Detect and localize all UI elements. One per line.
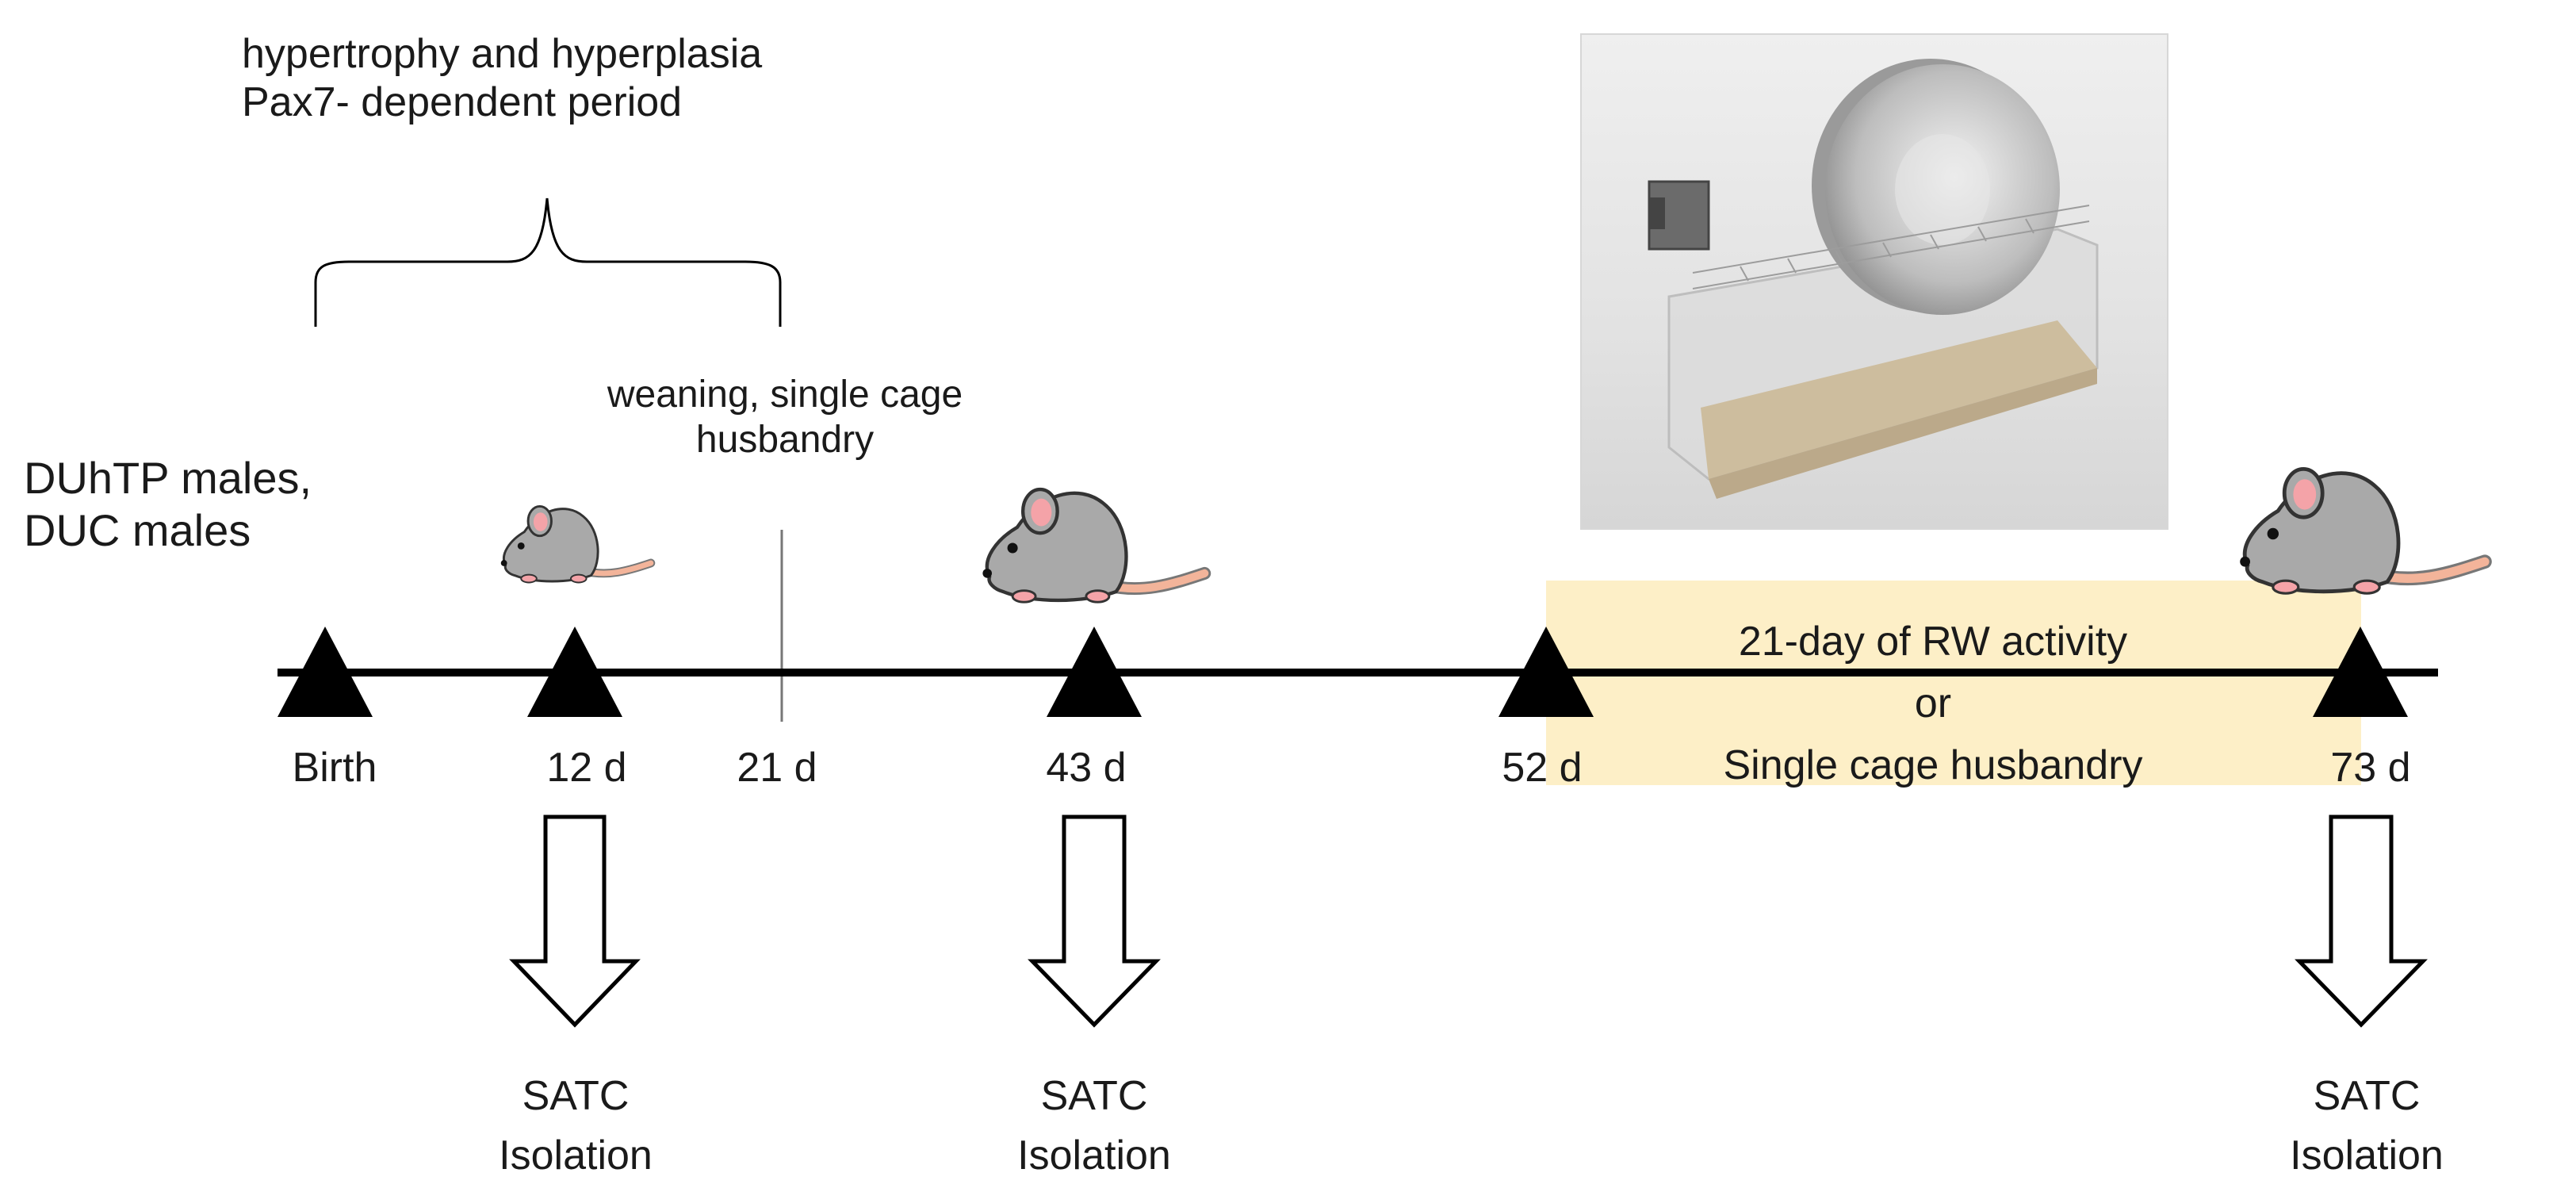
down-arrow-43d-icon <box>1028 814 1161 1028</box>
timepoint-label-21d: 21 d <box>737 745 817 791</box>
timepoint-label-52d: 52 d <box>1502 745 1583 791</box>
isolation-label-73d: SATC Isolation <box>2290 1067 2444 1186</box>
isolation-label-line1: SATC <box>1040 1073 1148 1119</box>
group-label-line2: DUC males <box>24 505 251 556</box>
period-label-line1: hypertrophy and hyperplasia <box>242 31 763 77</box>
timepoint-marker-43d <box>1047 627 1142 717</box>
timepoint-label-73d: 73 d <box>2330 745 2411 791</box>
isolation-label-line1: SATC <box>2313 1073 2421 1119</box>
mouse-73d-icon <box>2240 469 2485 593</box>
isolation-label-line2: Isolation <box>1017 1133 1171 1179</box>
activity-box-line3: Single cage husbandry <box>1723 742 2143 788</box>
isolation-label-line2: Isolation <box>499 1133 653 1179</box>
timepoint-marker-birth <box>278 627 373 717</box>
isolation-label-43d: SATC Isolation <box>1017 1067 1171 1186</box>
isolation-label-line2: Isolation <box>2290 1133 2444 1179</box>
group-label: DUhTP males, DUC males <box>24 452 312 557</box>
mouse-12d-icon <box>501 506 651 582</box>
weaning-label-line1: weaning, single cage <box>607 374 963 416</box>
weaning-label-line2: husbandry <box>695 418 875 461</box>
period-label-line2: Pax7- dependent period <box>242 79 683 126</box>
timepoint-label-12d: 12 d <box>546 745 627 791</box>
isolation-label-12d: SATC Isolation <box>499 1067 653 1186</box>
mouse-43d-icon <box>982 489 1204 602</box>
group-label-line1: DUhTP males, <box>24 453 312 503</box>
activity-box-line2: or <box>1914 680 1952 726</box>
running-wheel-cage-photo <box>1580 33 2168 530</box>
period-brace <box>314 197 782 327</box>
period-label: hypertrophy and hyperplasia Pax7- depend… <box>242 30 762 128</box>
down-arrow-12d-icon <box>509 814 641 1028</box>
timepoint-label-43d: 43 d <box>1046 745 1127 791</box>
timepoint-marker-73d <box>2313 627 2408 717</box>
activity-box-line1: 21-day of RW activity <box>1738 619 2128 665</box>
activity-box-label: 21-day of RW activity or Single cage hus… <box>1723 611 2142 796</box>
down-arrow-73d-icon <box>2295 814 2428 1028</box>
timepoint-marker-12d <box>527 627 622 717</box>
timepoint-marker-52d <box>1499 627 1594 717</box>
weaning-label: weaning, single cage husbandry <box>607 373 963 462</box>
timepoint-label-birth: Birth <box>292 745 377 791</box>
isolation-label-line1: SATC <box>522 1073 630 1119</box>
activity-period-box <box>1546 581 2361 785</box>
